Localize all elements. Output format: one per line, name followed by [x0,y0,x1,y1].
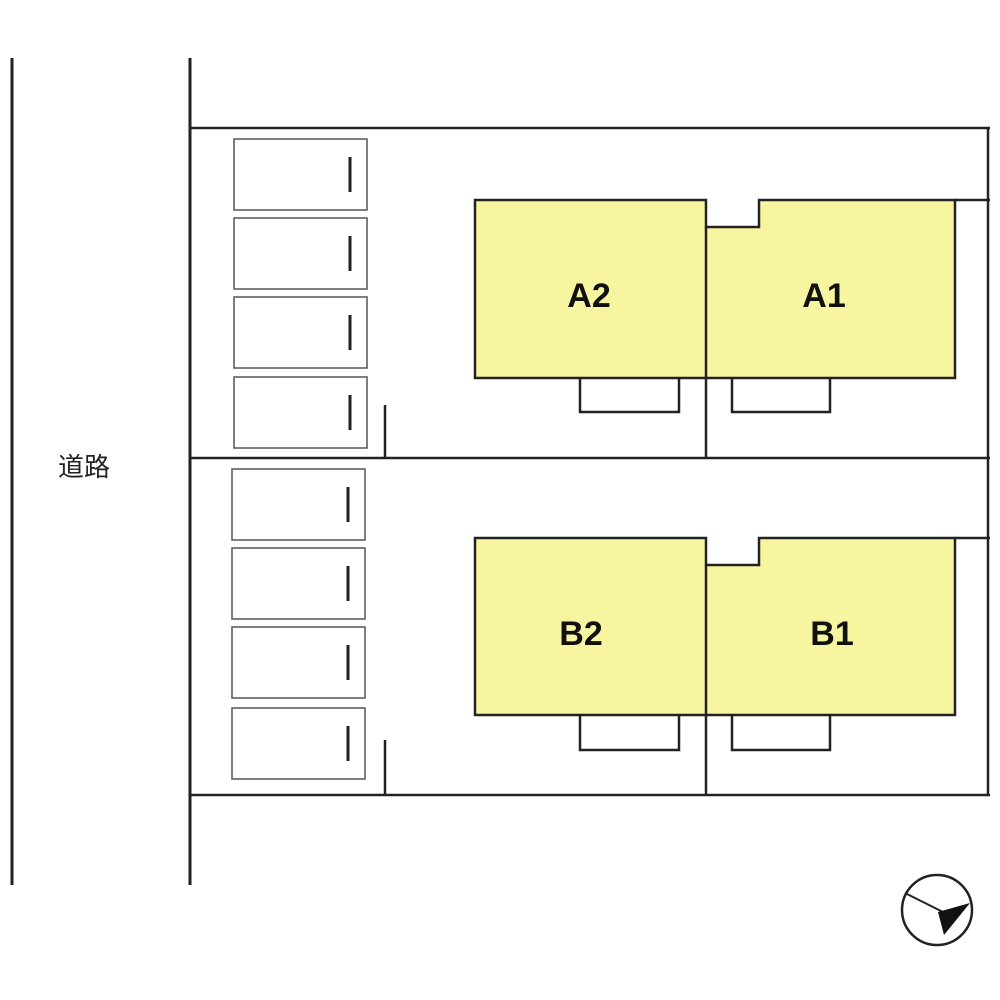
unit-a1-label: A1 [802,277,845,315]
parking-space [233,138,368,211]
parking-space [233,217,368,290]
parking-space [233,376,368,449]
building-a-outline [473,198,957,380]
balcony [730,378,832,414]
balcony [578,715,681,752]
balcony [730,715,832,752]
parking-space [231,707,366,780]
parking-space [231,626,366,699]
parking-space [231,468,366,541]
unit-b2-label: B2 [559,615,602,653]
north-arrow-icon [900,873,974,947]
unit-a2-label: A2 [567,277,610,315]
parking-space [231,547,366,620]
parking-upper [233,138,368,449]
building-b-outline [473,536,957,717]
parking-space [233,296,368,369]
building-b [473,536,957,752]
lot-boundaries [190,126,990,797]
building-a [473,198,957,414]
parking-lower [231,468,366,780]
road-label: 道路 [58,453,110,483]
unit-b1-label: B1 [810,615,853,653]
balcony [578,378,681,414]
